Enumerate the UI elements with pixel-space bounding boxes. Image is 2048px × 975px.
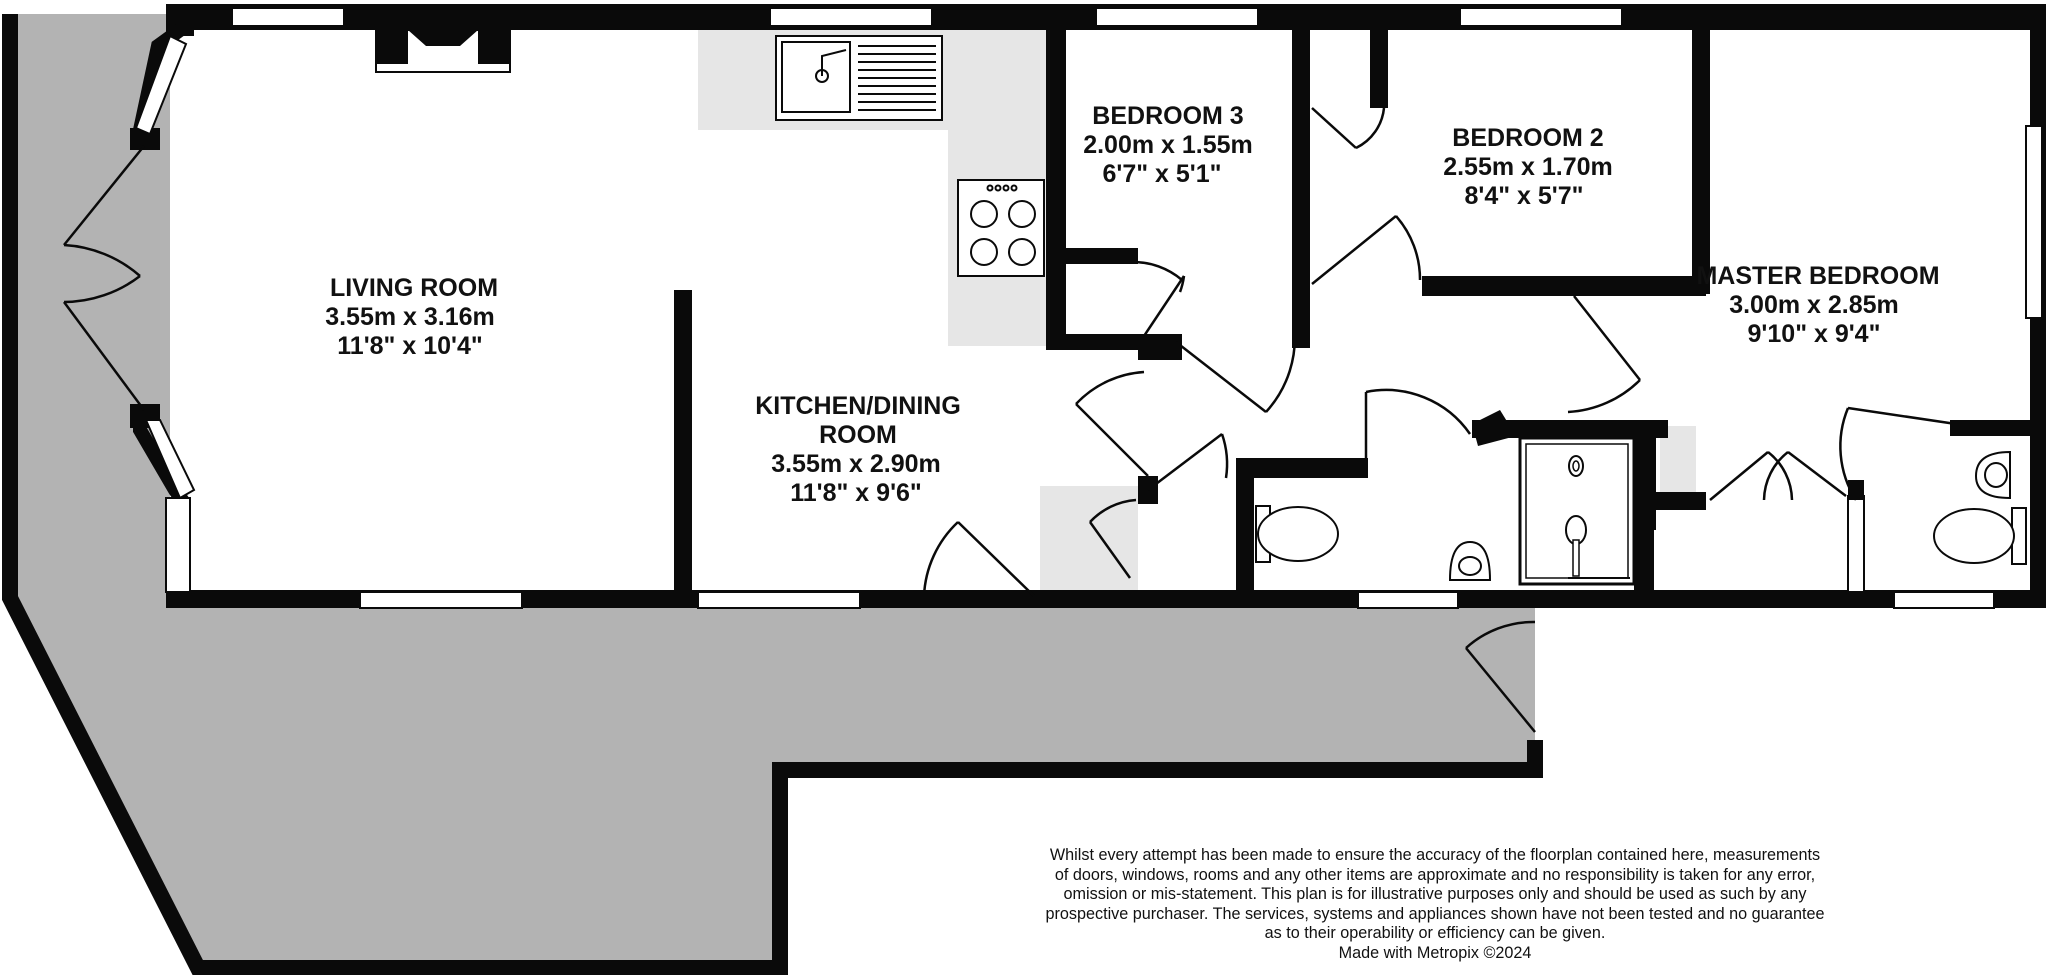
kitchen-dining-imperial: 11'8" x 9'6" bbox=[790, 479, 922, 507]
disclaimer-line: prospective purchaser. The services, sys… bbox=[1045, 904, 1825, 923]
bedroom-2-metric: 2.55m x 1.70m bbox=[1443, 153, 1613, 181]
kitchen-dining-name-1: KITCHEN/DINING bbox=[755, 392, 961, 420]
bedroom-2-name: BEDROOM 2 bbox=[1452, 124, 1603, 152]
windows bbox=[134, 7, 2043, 609]
kitchen-dining-name-2: ROOM bbox=[819, 421, 897, 449]
fireplace bbox=[375, 29, 511, 73]
master-bedroom-label: MASTER BEDROOM 3.00m x 2.85m 9'10" x 9'4… bbox=[1696, 262, 1939, 348]
bedroom-2-imperial: 8'4" x 5'7" bbox=[1464, 182, 1583, 210]
master-bedroom-imperial: 9'10" x 9'4" bbox=[1748, 320, 1881, 348]
room-labels: LIVING ROOM 3.55m x 3.16m 11'8" x 10'4" … bbox=[325, 102, 1939, 507]
disclaimer-line: Whilst every attempt has been made to en… bbox=[1049, 846, 1821, 864]
bedroom-3-label: BEDROOM 3 2.00m x 1.55m 6'7" x 5'1" bbox=[1083, 102, 1253, 188]
master-bedroom-name: MASTER BEDROOM bbox=[1696, 262, 1939, 290]
disclaimer: Whilst every attempt has been made to en… bbox=[990, 846, 1880, 963]
living-room-imperial: 11'8" x 10'4" bbox=[337, 332, 482, 360]
kitchen-dining-metric: 3.55m x 2.90m bbox=[771, 450, 941, 478]
bathroom-fixtures bbox=[775, 35, 2027, 581]
living-room-name: LIVING ROOM bbox=[330, 274, 498, 302]
bedroom-3-metric: 2.00m x 1.55m bbox=[1083, 131, 1253, 159]
interior-walls bbox=[674, 26, 2032, 600]
bedroom-3-name: BEDROOM 3 bbox=[1092, 102, 1243, 130]
shower bbox=[1518, 436, 1636, 586]
bedroom-2-label: BEDROOM 2 2.55m x 1.70m 8'4" x 5'7" bbox=[1443, 124, 1613, 210]
disclaimer-line: of doors, windows, rooms and any other i… bbox=[1054, 865, 1816, 884]
doors bbox=[62, 107, 1957, 733]
disclaimer-line: as to their operability or efficiency ca… bbox=[1264, 924, 1606, 942]
bedroom-3-imperial: 6'7" x 5'1" bbox=[1102, 160, 1221, 188]
living-room-metric: 3.55m x 3.16m bbox=[325, 303, 495, 331]
master-bedroom-metric: 3.00m x 2.85m bbox=[1729, 291, 1899, 319]
hall-cupboard bbox=[1040, 486, 1138, 596]
kitchen-dining-label: KITCHEN/DINING ROOM 3.55m x 2.90m 11'8" … bbox=[755, 392, 961, 507]
disclaimer-line: omission or mis-statement. This plan is … bbox=[1063, 885, 1807, 903]
living-room-label: LIVING ROOM 3.55m x 3.16m 11'8" x 10'4" bbox=[325, 274, 498, 360]
metropix-credit: Made with Metropix ©2024 bbox=[1338, 943, 1532, 962]
terrace bbox=[2, 14, 1543, 975]
